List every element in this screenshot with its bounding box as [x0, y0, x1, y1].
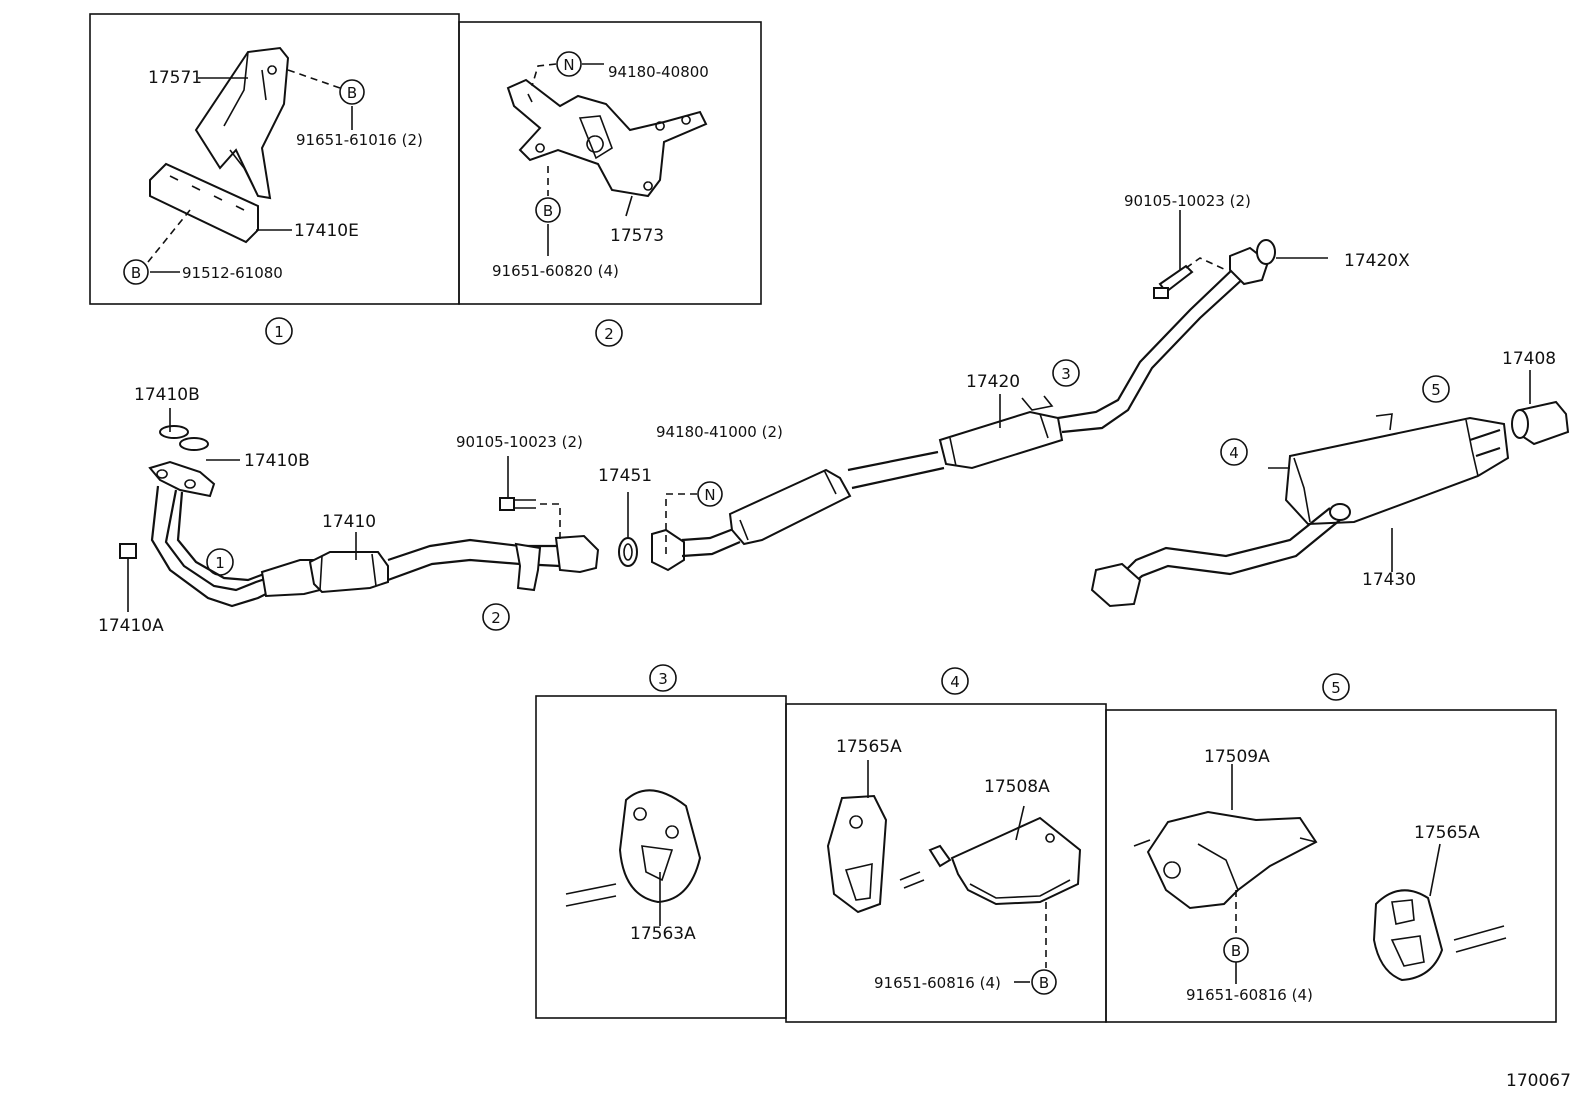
label-17410A: 17410A: [98, 616, 164, 636]
label-17451: 17451: [598, 466, 652, 486]
svg-text:4: 4: [950, 673, 960, 691]
label-91651-60816-detail4: 91651-60816 (4): [874, 974, 1001, 992]
hanger-17509A-drawing: [1133, 810, 1318, 910]
svg-text:N: N: [704, 486, 715, 504]
bubble-n-main: N: [697, 481, 723, 507]
svg-text:4: 4: [1229, 444, 1239, 462]
callout-circle-2-main: 2: [482, 603, 510, 631]
label-90105-10023-left: 90105-10023 (2): [456, 433, 583, 451]
callout-circle-5-main: 5: [1422, 375, 1450, 403]
label-17408: 17408: [1502, 349, 1556, 369]
bubble-b-detail4: B: [1031, 969, 1057, 995]
callout-circle-4-bottom: 4: [941, 667, 969, 695]
muffler-17430-drawing: [1090, 413, 1510, 608]
label-17420X: 17420X: [1344, 251, 1410, 271]
svg-text:B: B: [543, 202, 553, 220]
label-17508A: 17508A: [984, 777, 1050, 797]
svg-text:5: 5: [1431, 381, 1441, 399]
label-17430: 17430: [1362, 570, 1416, 590]
bubble-b-detail2: B: [535, 197, 561, 223]
bracket-17508A-drawing: [928, 816, 1082, 906]
callout-circle-4-main: 4: [1220, 438, 1248, 466]
svg-text:1: 1: [215, 554, 225, 572]
svg-text:5: 5: [1331, 679, 1341, 697]
svg-text:N: N: [563, 56, 574, 74]
callout-circle-1-top: 1: [265, 317, 293, 345]
svg-text:1: 1: [274, 323, 284, 341]
bubble-b-detail1-top: B: [339, 79, 365, 105]
bubble-b-detail1-bottom: B: [123, 259, 149, 285]
label-91651-61016: 91651-61016 (2): [296, 131, 423, 149]
label-94180-40800: 94180-40800: [608, 63, 709, 81]
label-17571: 17571: [148, 68, 202, 88]
label-17410E: 17410E: [294, 221, 359, 241]
svg-text:B: B: [1231, 942, 1241, 960]
hanger-17573-drawing: [506, 78, 708, 198]
label-94180-41000: 94180-41000 (2): [656, 423, 783, 441]
svg-text:3: 3: [658, 670, 668, 688]
svg-text:B: B: [131, 264, 141, 282]
bubble-n-detail2: N: [556, 51, 582, 77]
label-17565A-detail5: 17565A: [1414, 823, 1480, 843]
svg-text:B: B: [347, 84, 357, 102]
callout-circle-3-bottom: 3: [649, 664, 677, 692]
center-pipe-17420-drawing: [651, 239, 1276, 572]
gasket-17410B-drawings: [119, 425, 210, 559]
label-17410B-right: 17410B: [244, 451, 310, 471]
label-91512-61080: 91512-61080: [182, 264, 283, 282]
rubber-mount-17563A-drawing: [565, 789, 702, 907]
label-91651-60820: 91651-60820 (4): [492, 262, 619, 280]
bolt-90105-left-drawing: [499, 497, 561, 540]
leader-lines: [127, 63, 1531, 984]
bolt-90105-right-drawing: [1153, 257, 1227, 299]
label-17563A: 17563A: [630, 924, 696, 944]
label-17565A-detail4: 17565A: [836, 737, 902, 757]
svg-text:B: B: [1039, 974, 1049, 992]
diagram-id: 170067: [1506, 1071, 1571, 1091]
plate-17410E-drawing: [149, 162, 259, 244]
label-17573: 17573: [610, 226, 664, 246]
front-pipe-17410-drawing: [148, 460, 600, 608]
callout-circle-3-main: 3: [1052, 359, 1080, 387]
svg-text:2: 2: [604, 325, 614, 343]
rubber-mount-17565A-drawing-4: [826, 794, 925, 914]
bracket-17571-drawing: [194, 46, 290, 200]
label-17410B-top: 17410B: [134, 385, 200, 405]
gasket-ring-17451-drawing: [618, 537, 638, 567]
label-17509A: 17509A: [1204, 747, 1270, 767]
callout-circle-1-main: 1: [206, 548, 234, 576]
tail-tip-17408-drawing: [1511, 400, 1570, 446]
label-17420: 17420: [966, 372, 1020, 392]
detail-box-2: [458, 21, 762, 305]
callout-circle-2-top: 2: [595, 319, 623, 347]
svg-text:3: 3: [1061, 365, 1071, 383]
callout-circle-5-bottom: 5: [1322, 673, 1350, 701]
rubber-mount-17565A-drawing-5: [1372, 889, 1507, 982]
svg-text:2: 2: [491, 609, 501, 627]
label-90105-10023-right: 90105-10023 (2): [1124, 192, 1251, 210]
label-91651-60816-detail5: 91651-60816 (4): [1186, 986, 1313, 1004]
detail-box-5: [1105, 709, 1557, 1023]
label-17410: 17410: [322, 512, 376, 532]
bubble-b-detail5: B: [1223, 937, 1249, 963]
